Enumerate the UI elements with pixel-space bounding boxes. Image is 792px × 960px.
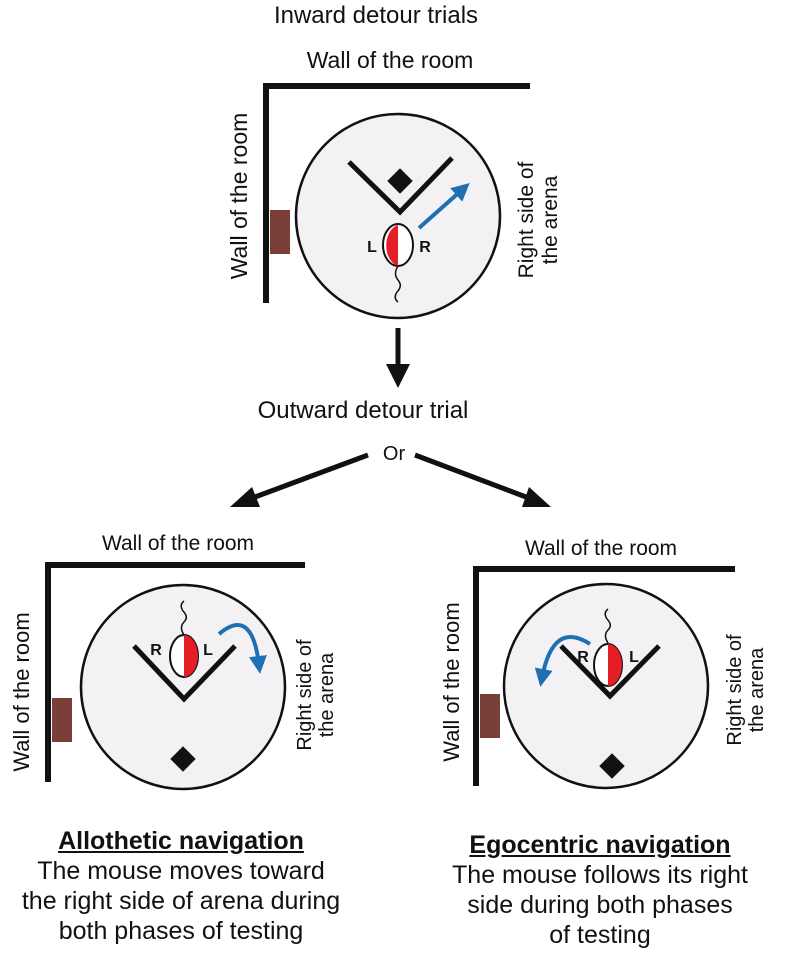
allo-target-diamond [170,746,196,772]
ego-v-barrier [559,644,661,700]
allo-right-side-label-1: Right side of [294,639,316,751]
egocentric-desc-3: of testing [549,921,651,949]
top-mark-right: R [419,239,431,256]
egocentric-caption: Egocentric navigation The mouse follows … [415,830,785,950]
egocentric-desc-2: side during both phases [467,891,733,919]
egocentric-title: Egocentric navigation [469,831,731,859]
allo-cue-card [52,698,72,742]
down-arrow [386,328,410,388]
ego-mark-right: L [629,649,639,666]
allo-v-barrier [132,644,237,703]
top-target-diamond [387,168,413,194]
top-room-walls [263,83,530,303]
ego-mouse-tail [604,608,611,644]
top-wall-top-label: Wall of the room [307,47,474,73]
top-right-side-label-2: the arena [539,175,562,264]
ego-target-diamond [599,753,625,779]
top-v-barrier [347,156,454,216]
ego-blue-arrow [534,634,592,687]
allo-wall-left-label: Wall of the room [9,612,34,771]
top-mouse-tail [394,265,401,303]
branch-arrow-right [414,452,551,507]
top-blue-arrow [417,183,470,230]
ego-wall-top-label: Wall of the room [525,537,677,560]
ego-right-side-label-1: Right side of [724,634,746,746]
ego-mark-left: R [577,649,589,666]
outward-trial-label: Outward detour trial [258,397,469,424]
or-label: Or [383,443,406,465]
ego-cue-card [480,694,500,738]
allo-blue-arrow [217,623,267,674]
top-cue-card [270,210,290,254]
egocentric-desc-1: The mouse follows its right [452,861,748,889]
allothetic-desc-2: the right side of arena during [21,887,341,915]
ego-right-side-label-2: the arena [746,647,768,732]
ego-wall-left-label: Wall of the room [439,602,464,761]
allothetic-desc-1: The mouse moves toward [37,857,325,885]
allo-arena [79,583,287,791]
top-mouse [382,223,414,303]
allothetic-caption: Allothetic navigation The mouse moves to… [0,826,362,946]
allo-mark-right: L [203,642,213,659]
branch-arrow-left [230,452,369,507]
allo-mouse [169,600,199,678]
top-right-side-label-1: Right side of [515,161,538,278]
allothetic-desc-3: both phases of testing [58,917,304,945]
allo-mouse-tail [180,600,187,636]
allo-wall-top-label: Wall of the room [102,532,254,555]
allo-room-walls [45,562,305,782]
allothetic-title: Allothetic navigation [58,827,304,855]
top-arena [294,112,502,320]
top-title: Inward detour trials [274,2,478,29]
allo-right-side-label-2: the arena [316,652,338,737]
ego-mouse [593,608,623,687]
top-wall-left-label: Wall of the room [226,113,252,280]
ego-room-walls [473,566,735,786]
allo-mark-left: R [150,642,162,659]
top-mark-left: L [367,239,377,256]
